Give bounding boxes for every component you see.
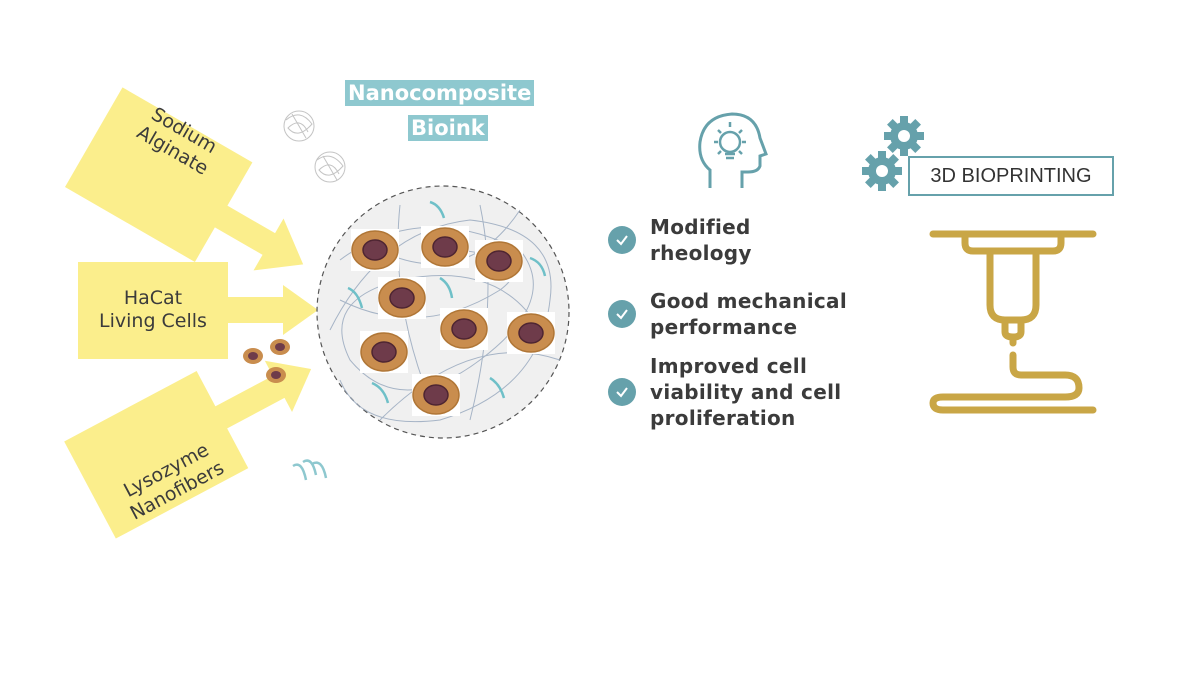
benefit-text: Modified rheology (650, 215, 752, 265)
3d-bioprinting-label: 3D BIOPRINTING (908, 156, 1114, 196)
cell (360, 331, 408, 373)
hacat-cells-arrow (78, 262, 318, 359)
benefit-item-viability: Improved cell viability and cell prolife… (608, 353, 841, 431)
cell (507, 312, 555, 354)
cell (412, 374, 460, 416)
benefit-text: Improved cell viability and cell prolife… (650, 354, 842, 430)
hacat-cells-label: HaCat Living Cells (99, 287, 207, 332)
check-circle-icon (608, 300, 636, 328)
cell (440, 308, 488, 350)
cell (378, 277, 426, 319)
cell (351, 229, 399, 271)
benefit-text: Good mechanical performance (650, 289, 847, 339)
3d-printer-nozzle-icon (929, 230, 1097, 414)
head-lightbulb-icon (698, 112, 768, 188)
bioink-cells (351, 226, 555, 416)
benefit-item-mechanical: Good mechanical performance (608, 288, 847, 340)
hacat-cell-icons (243, 339, 290, 383)
cell (475, 240, 523, 282)
sodium-alginate-arrow (65, 87, 304, 271)
nanofiber-icon (292, 459, 328, 481)
bioink-title-line1: Nanocomposite (345, 80, 535, 106)
alginate-polymer-icon (283, 110, 346, 183)
gears-icon (862, 116, 924, 191)
bioink-title-line2: Bioink (408, 115, 488, 141)
check-circle-icon (608, 226, 636, 254)
check-circle-icon (608, 378, 636, 406)
benefit-item-rheology: Modified rheology (608, 214, 752, 266)
cell (421, 226, 469, 268)
